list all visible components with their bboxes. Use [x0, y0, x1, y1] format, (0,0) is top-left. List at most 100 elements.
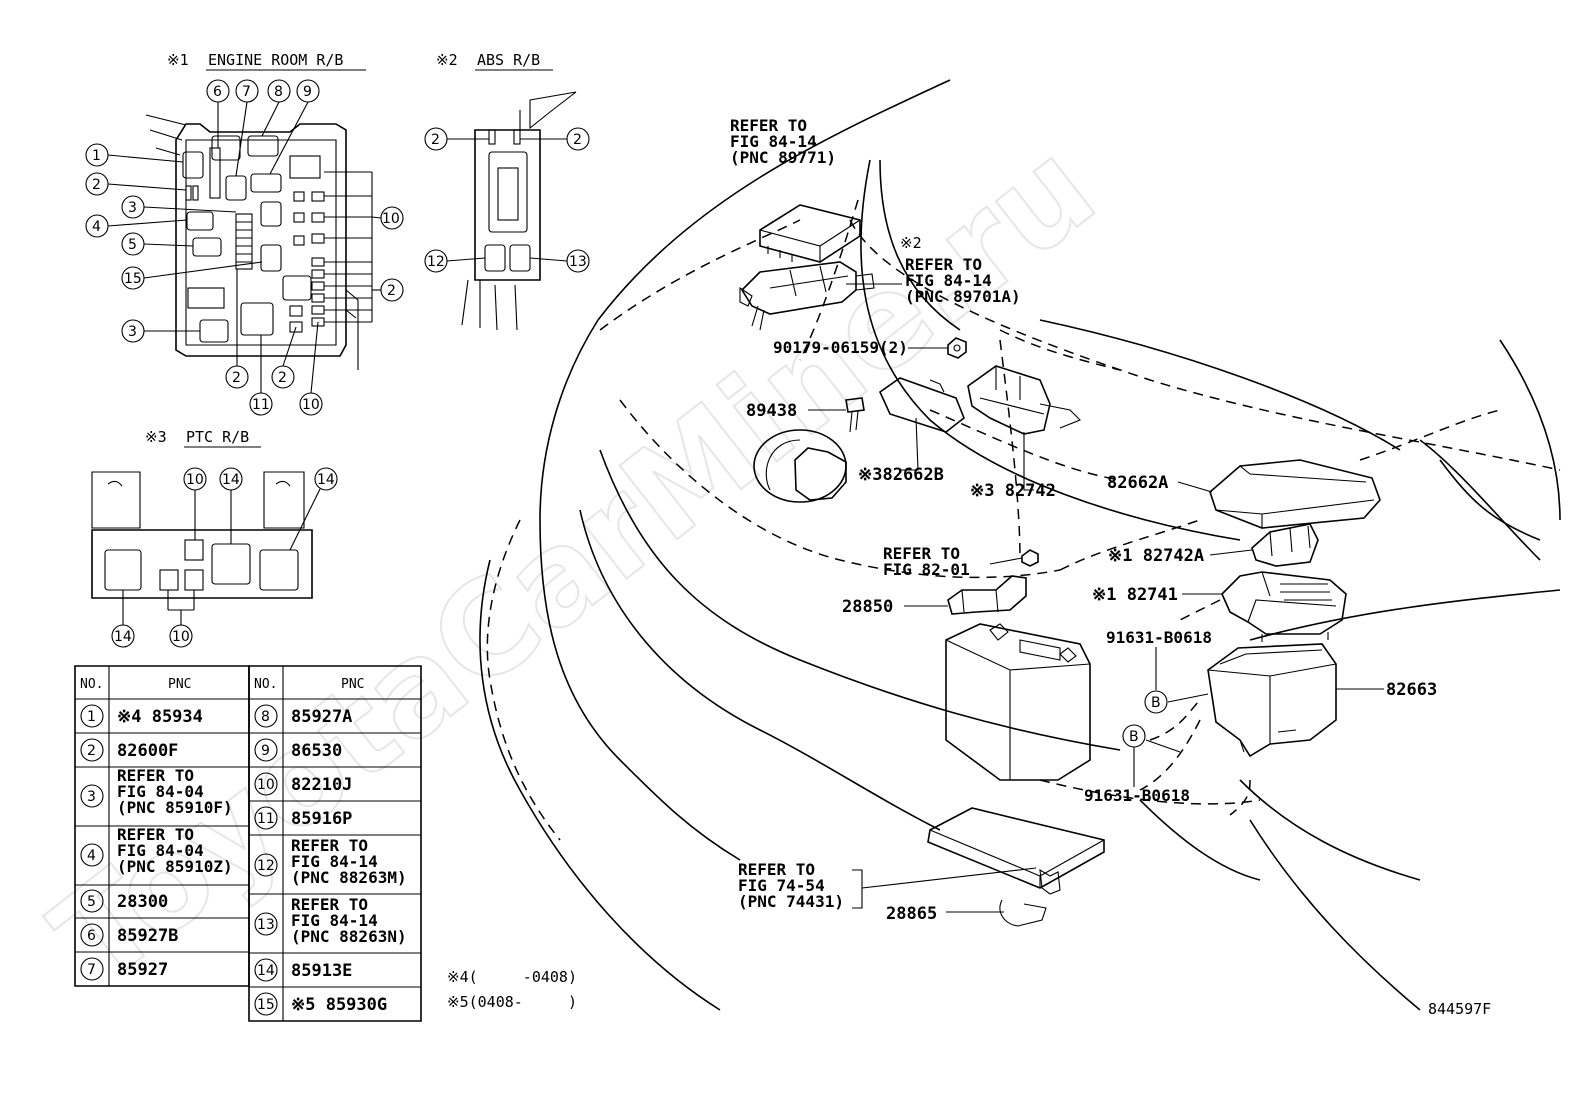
abs-cover: [488, 151, 528, 233]
part-bolt-90179: [947, 337, 967, 359]
svg-text:9: 9: [261, 743, 270, 759]
pnc-12-line1: REFER TO: [291, 836, 368, 855]
note-4: ※4( -0408): [447, 968, 577, 986]
ptc-callouts: 10 14 14 14 10: [111, 467, 338, 648]
ref-74431-line1: REFER TO: [738, 860, 815, 879]
engine-room-side-lines: [345, 289, 359, 370]
part-battery: [945, 623, 1091, 781]
svg-text:10: 10: [186, 472, 204, 488]
engine-room-relay-block-inset: ※1 ENGINE ROOM R/B: [85, 51, 404, 416]
part-15-relay-b: [260, 244, 282, 272]
label-82662a: 82662A: [1107, 473, 1168, 493]
part-relay-box-case-82663: [1207, 643, 1337, 758]
ptc-relay-14c: [259, 549, 299, 591]
svg-text:12: 12: [427, 254, 445, 270]
abs-relay-13: [509, 244, 531, 272]
ptc-relay-14a: [104, 549, 142, 591]
pnc-12-line3: (PNC 88263M): [291, 868, 407, 887]
label-82741: ※1 82741: [1092, 585, 1178, 605]
part-fuse-cover-89771: [759, 204, 861, 263]
part-7b-relay: [225, 175, 247, 201]
vehicle-body-outline: [479, 79, 1561, 1011]
svg-text:2: 2: [232, 370, 241, 386]
pnc-9: 86530: [291, 741, 342, 761]
ptc-mount-tabs: [91, 471, 305, 529]
svg-text:6: 6: [87, 928, 96, 944]
part-relay-block-82741: [1221, 571, 1347, 642]
part-6-fuse: [209, 147, 221, 199]
svg-text:11: 11: [257, 811, 275, 827]
ptc-housing: [91, 529, 313, 599]
pnc-8: 85927A: [291, 707, 352, 727]
pnc-3-line3: (PNC 85910F): [117, 798, 233, 817]
svg-text:10: 10: [172, 629, 190, 645]
part-15-relay-a: [260, 201, 282, 227]
svg-text:15: 15: [124, 271, 142, 287]
pnc-10: 82210J: [291, 775, 352, 795]
abs-callouts: 2 2 12 13: [424, 127, 590, 273]
part-labels: REFER TO FIG 84-14 (PNC 89771) ※2 REFER …: [730, 116, 1437, 924]
pnc-14: 85913E: [291, 961, 352, 981]
part-1-relay: [182, 151, 204, 179]
ref-74431-line2: FIG 74-54: [738, 876, 825, 895]
label-91631-top: 91631-B0618: [1106, 628, 1212, 647]
pnc-13-line1: REFER TO: [291, 895, 368, 914]
engine-room-fuse-column: [293, 171, 373, 327]
svg-text:9: 9: [303, 84, 312, 100]
label-89438: 89438: [746, 401, 797, 421]
svg-text:11: 11: [252, 397, 270, 413]
svg-text:8: 8: [274, 84, 283, 100]
part-9b-block: [289, 155, 321, 179]
part-battery-tray-28865: [927, 807, 1105, 927]
svg-text:5: 5: [87, 894, 96, 910]
ref-89701a-mark: ※2: [900, 234, 922, 252]
svg-text:4: 4: [87, 848, 96, 864]
part-bolt-82-01: [1021, 549, 1039, 567]
pnc-5: 28300: [117, 892, 168, 912]
abs-title: ABS R/B: [477, 51, 540, 69]
abs-mark: ※2: [436, 51, 458, 69]
svg-text:1: 1: [87, 709, 96, 725]
pnc-2: 82600F: [117, 741, 178, 761]
label-leaders: [808, 283, 1384, 913]
part-2-block: [282, 275, 312, 301]
pnc-table: NO. PNC NO. PNC 1 2 3 4 5 6 7 8 9 10 11 …: [74, 665, 422, 1022]
ref-89701a-line3: (PNC 89701A): [905, 287, 1021, 306]
ptc-relay-block-inset: ※3 PTC R/B 10 14 14 14 10: [91, 428, 338, 648]
svg-text:2: 2: [387, 283, 396, 299]
part-3-block: [187, 287, 225, 309]
svg-text:14: 14: [222, 472, 240, 488]
ref-89771-line3: (PNC 89771): [730, 148, 836, 167]
part-abs-block-89701a: [739, 261, 875, 331]
pnc-3-line1: REFER TO: [117, 766, 194, 785]
svg-text:2: 2: [431, 132, 440, 148]
label-82742a: ※1 82742A: [1108, 546, 1204, 566]
part-11-relay: [240, 302, 274, 336]
ref-89701a-line2: FIG 84-14: [905, 271, 992, 290]
svg-text:4: 4: [92, 219, 101, 235]
pnc-6: 85927B: [117, 926, 178, 946]
table-header-no-left: NO.: [80, 677, 103, 692]
ptc-fuse-10a: [184, 539, 204, 561]
part-5-relay: [192, 237, 222, 257]
svg-text:15: 15: [257, 997, 275, 1013]
pnc-4-line1: REFER TO: [117, 825, 194, 844]
pnc-4-line3: (PNC 85910Z): [117, 857, 233, 876]
table-header-pnc-left: PNC: [168, 677, 191, 692]
ref-89771-line1: REFER TO: [730, 116, 807, 135]
svg-text:6: 6: [213, 84, 222, 100]
pnc-11: 85916P: [291, 809, 352, 829]
svg-text:10: 10: [302, 397, 320, 413]
engine-room-callouts: 1 2 3 4 5 15 3 6 7 8 9 10 2 2: [85, 79, 404, 416]
part-9-relay: [250, 173, 282, 193]
svg-text:12: 12: [257, 858, 275, 874]
svg-text:7: 7: [242, 84, 251, 100]
vehicle-dashed-outlines: [486, 199, 1561, 841]
pnc-13-line3: (PNC 88263N): [291, 927, 407, 946]
label-82662b: ※382662B: [858, 465, 944, 485]
part-3-relay: [199, 319, 229, 343]
svg-text:1: 1: [92, 148, 101, 164]
svg-text:10: 10: [382, 211, 400, 227]
